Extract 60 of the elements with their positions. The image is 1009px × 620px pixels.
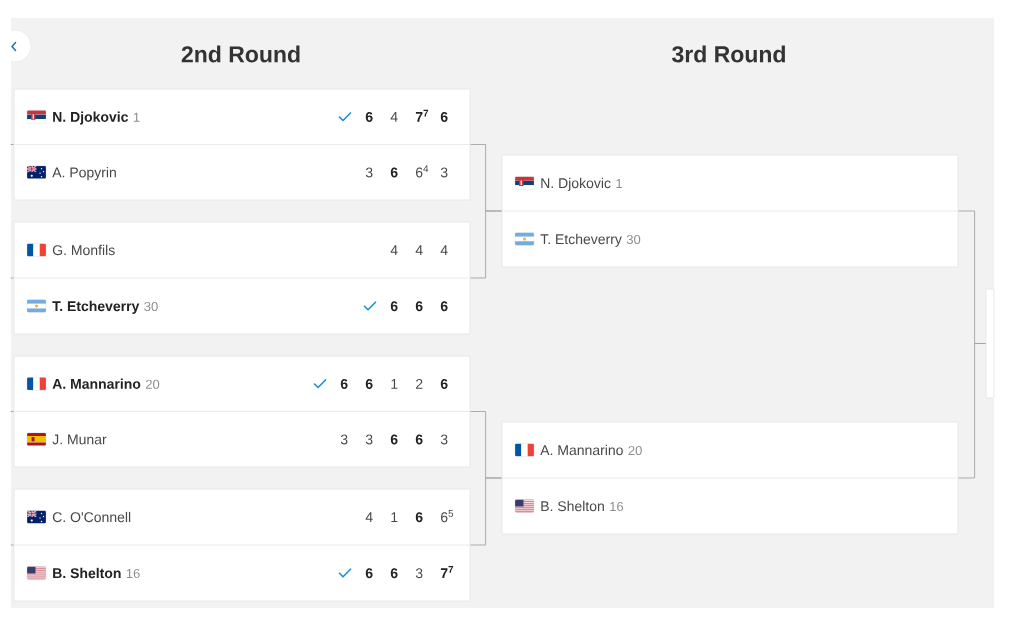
set-score: 6 [415, 301, 423, 312]
set-score: 3 [365, 167, 373, 178]
set-score: 6 [390, 434, 398, 445]
set-score: 6 [340, 378, 348, 389]
set-score: 6$^{4}$ [416, 165, 429, 178]
player-name: J. Munar [52, 434, 107, 445]
column-heading: 2nd Round [181, 45, 300, 63]
bracket-line [469, 477, 503, 546]
player-name: A. Mannarino [540, 444, 623, 456]
bracket-line [469, 210, 503, 279]
set-score: 2 [416, 378, 423, 389]
column-heading: 3rd Round [672, 45, 785, 63]
match-card [985, 288, 995, 399]
set-score: 7$^{7}$ [415, 109, 429, 122]
player-name: G. Monfils [52, 244, 115, 256]
set-score: 3 [440, 434, 448, 445]
set-score: 3 [365, 434, 373, 445]
set-score: 6 [415, 434, 423, 445]
player-name: A. Popyrin [52, 167, 116, 181]
player-name: B. Shelton [541, 500, 604, 512]
set-score: 4 [390, 245, 398, 255]
set-score: 4 [390, 112, 398, 122]
set-score: 6 [365, 568, 373, 579]
player-name: N. Djokovic [541, 177, 611, 191]
seed-number: 16 [610, 501, 624, 512]
player-name: N. Djokovic [53, 111, 129, 125]
set-score: 3 [415, 568, 423, 579]
seed-number: 1 [133, 112, 140, 122]
bracket-line [10, 411, 15, 412]
seed-number: 16 [126, 568, 140, 579]
player-name: A. Mannarino [52, 378, 141, 389]
player-name: T. Etcheverry [540, 233, 622, 247]
bracket-line [10, 144, 15, 145]
seed-number: 20 [145, 379, 160, 389]
seed-number: 30 [626, 234, 641, 245]
set-score: 6 [440, 301, 448, 312]
set-score: 3 [440, 167, 448, 178]
set-score: 6 [440, 111, 448, 122]
set-score: 6 [440, 378, 448, 389]
set-score: 3 [340, 434, 348, 445]
set-score: 6$^{5}$ [441, 510, 454, 523]
set-score: 7$^{7}$ [440, 566, 454, 578]
player-name: T. Etcheverry [52, 300, 140, 314]
bracket-line [957, 343, 987, 479]
set-score: 6 [415, 512, 423, 523]
seed-number: 30 [144, 301, 158, 312]
set-score: 6 [365, 111, 373, 122]
set-score: 4 [440, 245, 448, 255]
set-score: 6 [390, 167, 398, 178]
set-score: 1 [391, 512, 398, 522]
player-name: B. Shelton [53, 567, 121, 579]
set-score: 6 [365, 378, 373, 389]
set-score: 4 [415, 245, 423, 255]
set-score: 1 [391, 379, 398, 389]
set-score: 4 [365, 512, 373, 522]
seed-number: 20 [628, 445, 642, 456]
player-name: C. O'Connell [52, 511, 131, 523]
seed-number: 1 [616, 179, 622, 188]
set-score: 6 [390, 568, 398, 579]
set-score: 6 [390, 301, 398, 312]
